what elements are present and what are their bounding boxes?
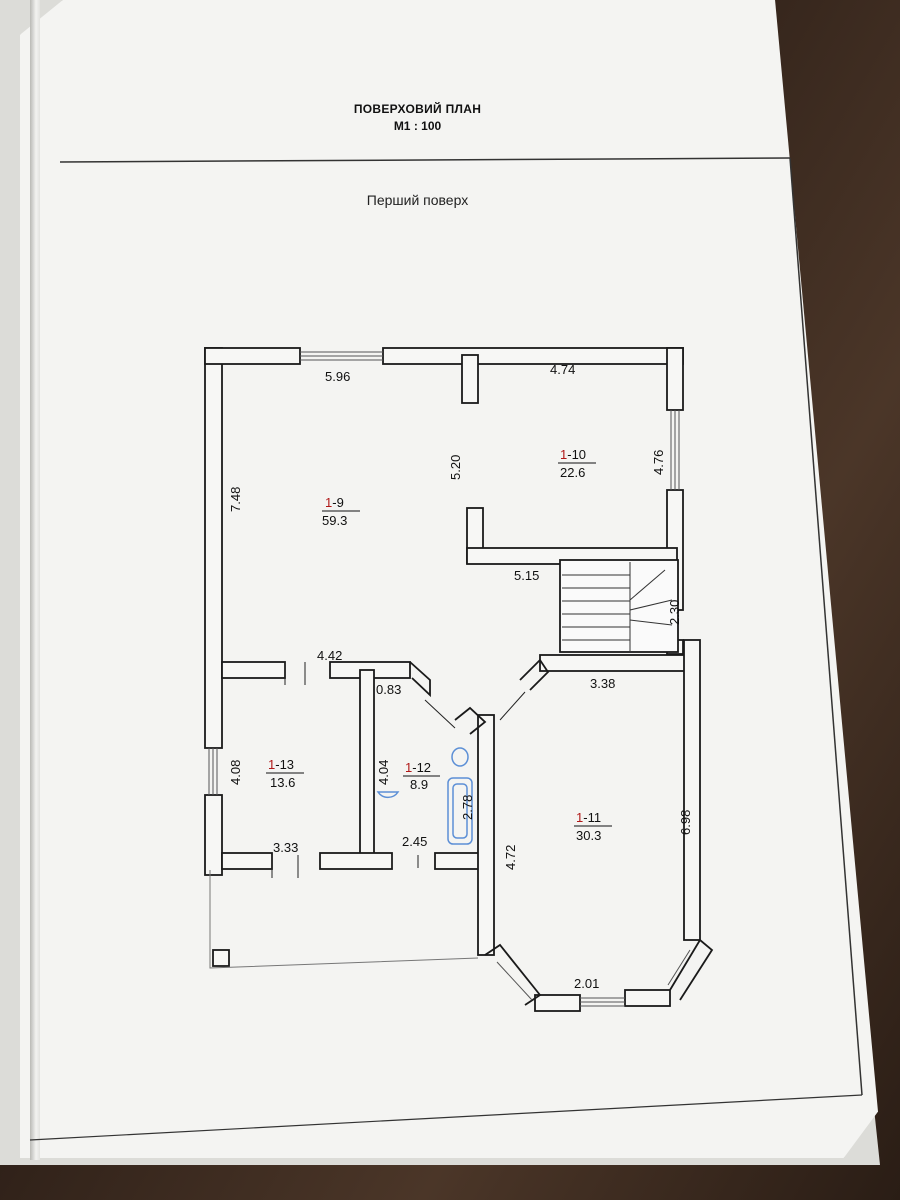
staircase [562,562,673,652]
dim-0-83: 0.83 [376,682,401,697]
room-1-9-area: 59.3 [322,513,347,528]
wall-top-b [382,347,684,365]
dim-4-08: 4.08 [228,760,243,785]
room-1-13-area: 13.6 [270,775,295,790]
room-1-13-code: 1-13 [268,757,294,772]
dim-2-78: 2.78 [460,795,475,820]
dim-2-45: 2.45 [402,834,427,849]
wall-room11-right [683,639,701,941]
dim-5-96: 5.96 [325,369,350,384]
dim-2-01: 2.01 [574,976,599,991]
wall-partition-top [461,354,479,404]
room-labels: 1-9 59.3 1-10 22.6 1-11 30.3 1-12 8.9 1-… [266,447,612,843]
floor-title: Перший поверх [366,192,469,208]
wall-bottom-a [221,852,273,870]
sink [376,791,400,799]
wall-room11-bottom-a [534,994,581,1012]
corner-post [212,949,230,967]
wall-bath-left [359,669,375,861]
wall-diag-a [409,661,431,698]
wall-top-a [204,347,301,365]
walls [204,347,701,1012]
dim-5-20: 5.20 [448,455,463,480]
page-binding [30,0,40,1160]
room-1-12-area: 8.9 [410,777,428,792]
dimension-labels: 5.96 4.74 7.48 5.20 4.76 5.15 2.30 4.42 … [228,362,693,991]
wall-diag-c [519,658,550,691]
room-1-10-code: 1-10 [560,447,586,462]
window-diag-left [496,961,533,1001]
room-1-11-area: 30.3 [576,828,601,843]
wall-room11-top [539,654,686,672]
dim-4-76: 4.76 [651,450,666,475]
dim-3-38: 3.38 [590,676,615,691]
wall-left-lower [204,794,223,876]
wall-room11-bottom-b [624,989,671,1007]
bath-fixtures [376,747,473,845]
wall-left-upper [204,347,223,749]
wall-diag-d [484,943,542,1006]
wall-bottom-b [319,852,393,870]
room-1-11-code: 1-11 [576,810,601,825]
diagonal-walls [409,658,714,1006]
room-1-12-code: 1-12 [405,760,431,775]
wall-mid-a [221,661,286,679]
document-page [20,0,878,1158]
dim-4-72: 4.72 [503,845,518,870]
dim-4-74: 4.74 [550,362,575,377]
dim-6-98: 6.98 [678,810,693,835]
dim-2-30: 2.30 [667,600,682,625]
dim-5-15: 5.15 [514,568,539,583]
door-marks [271,662,526,878]
bathtub-inner [452,783,468,839]
wall-right-a [666,347,684,411]
dim-7-48: 7.48 [228,487,243,512]
frame-right-line [789,157,863,1096]
dim-4-42: 4.42 [317,648,342,663]
room-1-9-code: 1-9 [325,495,344,510]
room-1-10-area: 22.6 [560,465,585,480]
plan-header-title: ПОВЕРХОВИЙ ПЛАН [353,102,482,116]
windows [208,351,691,1007]
plan-scale: М1 : 100 [393,119,442,133]
frame-top-line [59,157,791,163]
wall-diag-e [669,938,714,1001]
toilet [451,747,469,767]
dim-4-04: 4.04 [376,760,391,785]
window-diag-right [667,949,691,986]
terrace-outline [209,870,479,969]
bathtub [447,777,473,845]
wall-room11-left [477,714,495,956]
frame-bottom-line [29,1094,863,1141]
dim-3-33: 3.33 [273,840,298,855]
wall-diag-b [454,706,487,735]
